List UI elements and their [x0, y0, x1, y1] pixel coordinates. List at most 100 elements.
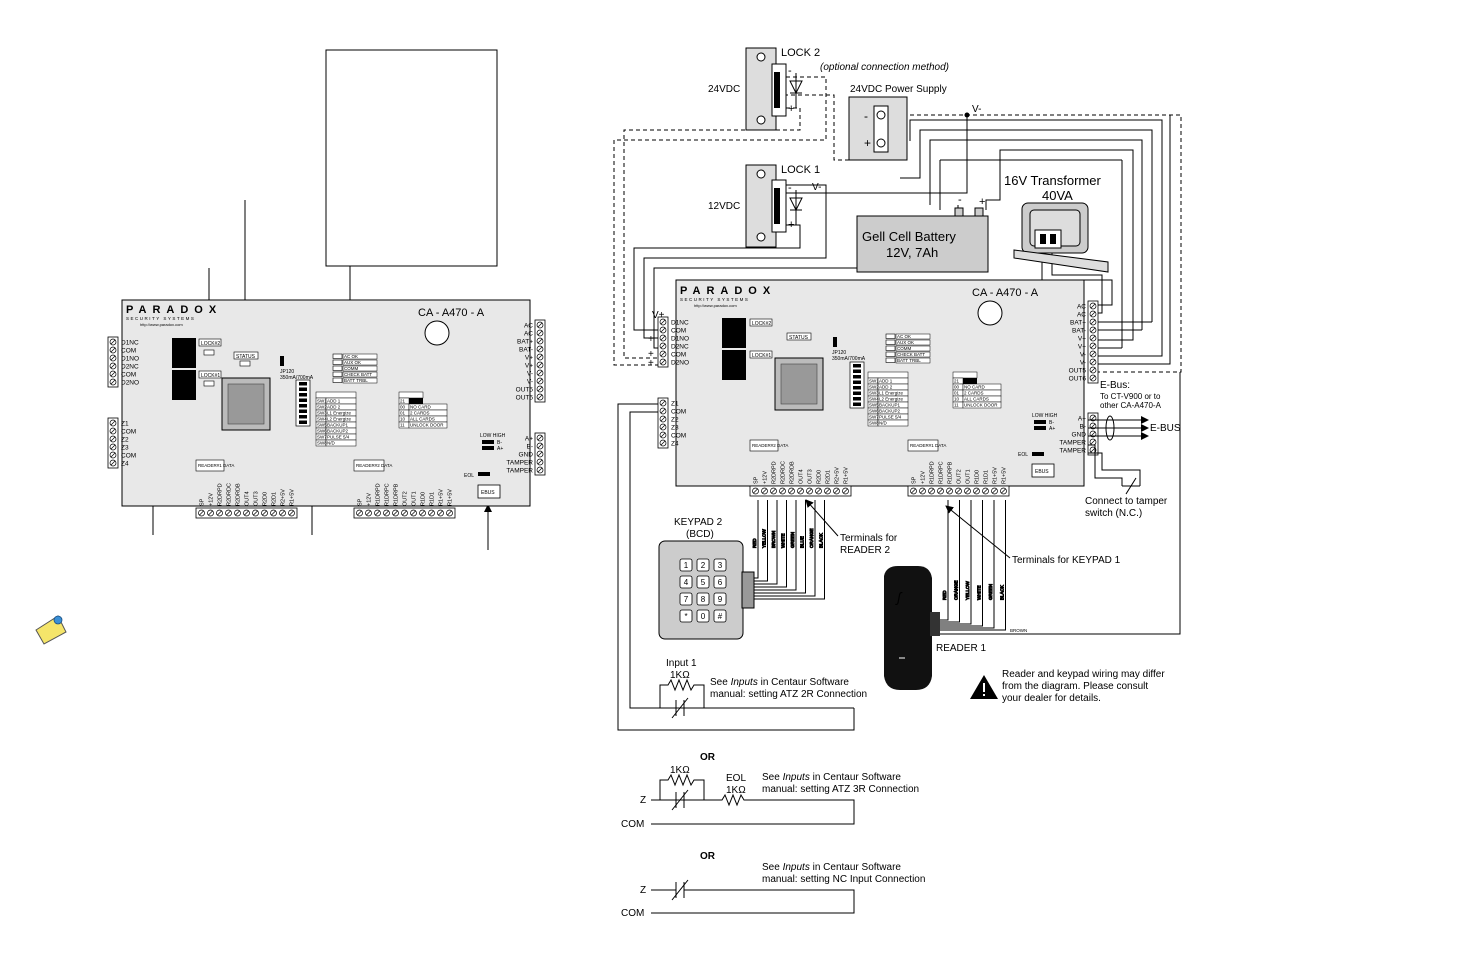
dip-toggle [299, 382, 307, 386]
led-label: BATT TRBL [344, 378, 368, 383]
terminal-slot [1090, 359, 1096, 365]
terminal-label: OUT5 [1069, 368, 1087, 375]
status-label: STATUS [236, 354, 256, 360]
keypad2-l2: (BCD) [686, 529, 714, 540]
terminal-label: OUT4 [245, 491, 251, 506]
terminal-slot [816, 488, 821, 494]
keypad-key-label: 8 [701, 595, 706, 604]
backup-jumper [409, 398, 423, 404]
backup-val: ALL CARDS [410, 417, 435, 422]
led-label: AUX OK [344, 360, 361, 365]
led-label: CHECK BATT [897, 352, 925, 357]
led-label: AUX OK [897, 340, 914, 345]
backup-key: 10 [954, 397, 960, 402]
backup-val: 2 CARDS [410, 411, 430, 416]
relay-1 [172, 338, 196, 368]
keypad2-wire [754, 500, 778, 585]
atz3r-com: COM [621, 819, 644, 830]
reader1-wire-label: YELLOW [965, 580, 970, 600]
psu-vminus: V- [972, 104, 981, 115]
terminal-slot [965, 488, 970, 494]
or-2: OR [700, 851, 716, 862]
terminal-label: R1DRPD [376, 483, 382, 506]
keypad-key-label: 9 [718, 595, 723, 604]
terminal-slot [920, 488, 925, 494]
terminal-label: COM [121, 429, 136, 436]
terminal-slot [1090, 431, 1096, 437]
switch-key: SW2 [869, 385, 879, 390]
reader1-wire-label: BLACK [1000, 585, 1005, 600]
lock2-minus: - [788, 65, 792, 77]
terminal-slot [537, 451, 543, 457]
terminal-label: R1+5V [993, 467, 999, 484]
lock2 [745, 47, 803, 131]
terminal-slot [537, 346, 543, 352]
rb-brand-sub: SECURITY SYSTEMS [680, 297, 749, 302]
led [885, 333, 896, 339]
terminal-label: SP [912, 476, 918, 484]
rb-url: http://www.paradox.com [694, 303, 737, 308]
backup-val: NO CARD [410, 405, 432, 410]
terminal-label: V+ [525, 355, 533, 362]
terminal-slot [110, 444, 116, 450]
terminal-slot [537, 370, 543, 376]
keypad2-wire-label: WHITE [781, 534, 786, 549]
url: http://www.paradox.com [140, 322, 183, 327]
terminal-label: Z2 [671, 417, 679, 424]
reader1-wire-label: GREEN [988, 584, 993, 600]
rb-reader1-data-label: READER#1 DATA [910, 443, 946, 448]
switch-cell [877, 419, 909, 427]
led-label: COMM [897, 346, 911, 351]
lowhigh-b: B- [497, 440, 502, 446]
terminal-label: B- [1080, 424, 1087, 431]
lowhigh-label: LOW HIGH [480, 433, 506, 439]
keypad-key [679, 575, 693, 589]
terminal-label: OUT1 [966, 469, 972, 484]
atz3r-circuit [651, 773, 855, 825]
terminal-label: D1NC [121, 340, 139, 347]
terminal-label: OUT4 [799, 469, 805, 484]
transformer-l2: 40VA [1042, 188, 1073, 203]
keypad2-wire [754, 500, 816, 597]
warning-l3: your dealer for details. [1002, 693, 1101, 704]
terminal-strip [1087, 300, 1099, 384]
cpu-die [227, 383, 265, 425]
keypad-key [679, 558, 693, 572]
dip-toggle [299, 398, 307, 402]
led-label: COMM [344, 366, 358, 371]
jp-label: JP120 [280, 369, 294, 375]
atz3r-z: Z [640, 795, 646, 806]
terminal-slot [289, 510, 294, 516]
terminal-slot [660, 416, 666, 422]
switch-val: PULSE 5/4 [327, 435, 350, 440]
keypad2-l1: KEYPAD 2 [674, 517, 723, 528]
backup-cell [962, 401, 1002, 409]
terminal-slot [1090, 311, 1096, 317]
terminal-label: D2NC [121, 364, 139, 371]
terminal-label: R2+5V [281, 489, 287, 506]
ebus-connector [477, 484, 501, 499]
keypad-key [713, 609, 727, 623]
rb-dip-switch [849, 361, 865, 409]
keypad-key-label: 1 [684, 561, 689, 570]
ebus-arrow-label: E-BUS [1150, 423, 1181, 434]
keypad-key [679, 609, 693, 623]
terminal-label: D2NO [121, 380, 139, 387]
terminal-slot [1090, 423, 1096, 429]
terminal-strip [534, 319, 546, 403]
keypad2-wire [754, 500, 825, 600]
rb-lh-b: B- [1049, 420, 1054, 426]
switch-val: L2 Energize [879, 397, 904, 402]
led [885, 345, 896, 351]
terminal-slot [447, 510, 452, 516]
terminal-slot [244, 510, 249, 516]
battery-l1: Gell Cell Battery [862, 229, 956, 244]
keypad2-wire [754, 500, 768, 582]
terminal-slot [384, 510, 389, 516]
keypad-key-label: 3 [718, 561, 723, 570]
rb-status-tag [786, 332, 812, 341]
terminal-slot [235, 510, 240, 516]
